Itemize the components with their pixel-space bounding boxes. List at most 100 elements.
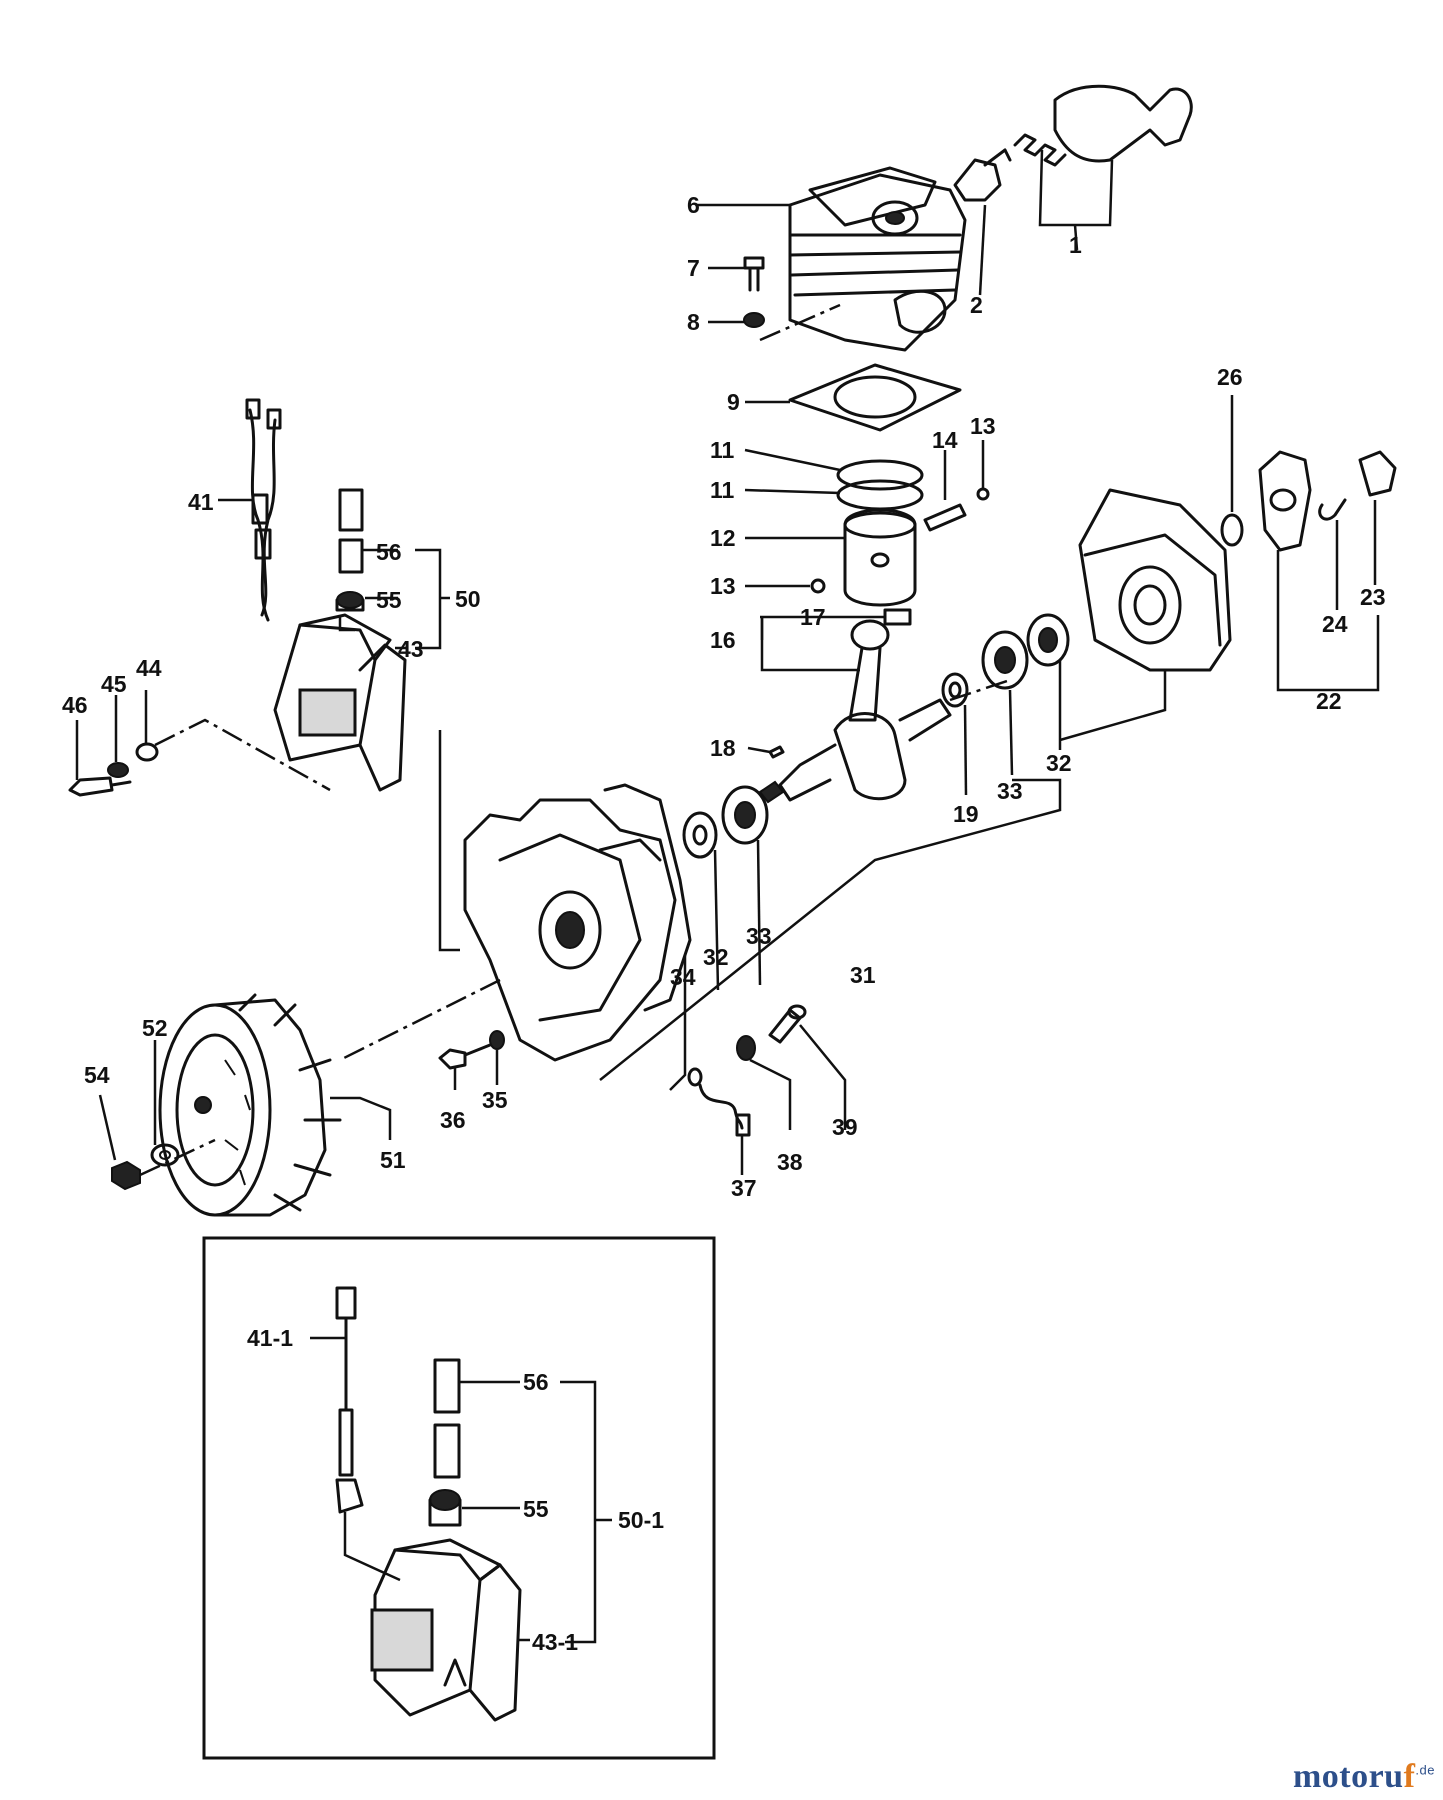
plug-cap	[1053, 84, 1193, 163]
label-36: 36	[440, 1107, 466, 1133]
label-56: 56	[376, 539, 402, 565]
cap-56-top	[338, 488, 398, 574]
connecting-rod	[760, 608, 912, 722]
screw-7	[708, 256, 765, 292]
bolt-46	[68, 720, 132, 797]
leader-31	[599, 778, 1062, 1081]
washer-44	[135, 690, 159, 762]
label-37: 37	[731, 1175, 757, 1201]
spring	[1013, 133, 1114, 251]
label-55: 55	[376, 587, 402, 613]
label-51: 51	[380, 1147, 406, 1173]
inset-label-56: 56	[523, 1369, 549, 1395]
flywheel-centerline	[139, 1138, 216, 1177]
label-34: 34	[670, 964, 696, 990]
bearing-32-right	[1026, 613, 1070, 750]
inset-labels: 41-1 56 55 50-1 43-1	[247, 1325, 664, 1655]
circlip	[745, 440, 990, 594]
screw-36	[438, 1043, 492, 1090]
label-46: 46	[62, 692, 88, 718]
seal-19	[941, 672, 969, 796]
seal-32-left	[682, 811, 720, 991]
wire-37	[687, 1067, 751, 1175]
crankshaft	[758, 678, 1011, 804]
spark-plug	[953, 148, 1012, 296]
nut-54	[98, 1094, 141, 1191]
label-7: 7	[687, 255, 700, 281]
piston-rings	[744, 448, 924, 511]
key-18	[747, 745, 785, 759]
inset-coil-43-1	[370, 1538, 530, 1722]
label-8: 8	[687, 309, 700, 335]
label-45: 45	[101, 671, 127, 697]
screw-39	[768, 1004, 847, 1130]
watermark-brand-f: f	[1403, 1758, 1416, 1795]
crankcase-left	[339, 730, 677, 1062]
inset-cap-55	[428, 1380, 612, 1644]
label-43: 43	[398, 636, 424, 662]
gasket-34	[603, 783, 692, 1091]
flywheel-51	[158, 993, 392, 1217]
coil-centerline	[154, 718, 331, 792]
piston	[745, 508, 917, 607]
label-19: 19	[953, 801, 979, 827]
label-26: 26	[1217, 364, 1243, 390]
label-22: 22	[1316, 688, 1342, 714]
label-52: 52	[142, 1015, 168, 1041]
label-54: 54	[84, 1062, 110, 1088]
coil-43	[273, 613, 408, 792]
label-6: 6	[687, 192, 700, 218]
label-39: 39	[832, 1114, 858, 1140]
label-13a: 13	[970, 413, 996, 439]
washer-38	[736, 1035, 792, 1130]
label-17: 17	[800, 604, 826, 630]
inset-label-55: 55	[523, 1496, 549, 1522]
inset-wire-41-1	[310, 1286, 401, 1582]
bearing-33-right	[981, 630, 1029, 776]
label-50-1: 50-1	[618, 1507, 664, 1533]
label-16: 16	[710, 627, 736, 653]
label-43-1: 43-1	[532, 1629, 578, 1655]
inset-cap-56	[433, 1358, 520, 1479]
piston-pin	[923, 450, 967, 532]
label-32b: 32	[703, 944, 729, 970]
watermark-suffix: .de	[1415, 1762, 1435, 1778]
label-35: 35	[482, 1087, 508, 1113]
gasket-9	[745, 363, 962, 432]
washer-35	[489, 1030, 505, 1085]
label-44: 44	[136, 655, 162, 681]
crankcase-right	[1059, 488, 1232, 742]
label-11b: 11	[710, 477, 735, 503]
label-1: 1	[1069, 232, 1082, 258]
label-33b: 33	[746, 923, 772, 949]
pump-22	[1258, 450, 1380, 692]
label-12: 12	[710, 525, 736, 551]
label-2: 2	[970, 292, 983, 318]
washer-52	[150, 1040, 180, 1167]
label-33a: 33	[997, 778, 1023, 804]
label-23: 23	[1360, 584, 1386, 610]
label-32a: 32	[1046, 750, 1072, 776]
part-labels: 1 2 6 7 8 9 11 11 12 13 13 14 16 17 18 1…	[62, 192, 1386, 1201]
washer-45	[107, 695, 129, 778]
label-18: 18	[710, 735, 736, 761]
wire-41	[218, 398, 282, 622]
label-38: 38	[777, 1149, 803, 1175]
label-14: 14	[932, 427, 958, 453]
label-13b: 13	[710, 573, 736, 599]
label-31: 31	[850, 962, 876, 988]
label-41: 41	[188, 489, 214, 515]
label-9: 9	[727, 389, 740, 415]
cap-55-top	[335, 548, 450, 650]
label-11a: 11	[710, 437, 735, 463]
watermark-brand: motoru	[1292, 1758, 1404, 1795]
fitting-23	[1358, 450, 1397, 585]
watermark-logo: motoruf.de	[1293, 1758, 1435, 1796]
washer-26	[1220, 395, 1244, 547]
cylinder	[696, 166, 967, 352]
label-24: 24	[1322, 611, 1348, 637]
label-41-1: 41-1	[247, 1325, 293, 1351]
bearing-33-left	[721, 785, 769, 986]
label-50: 50	[455, 586, 481, 612]
